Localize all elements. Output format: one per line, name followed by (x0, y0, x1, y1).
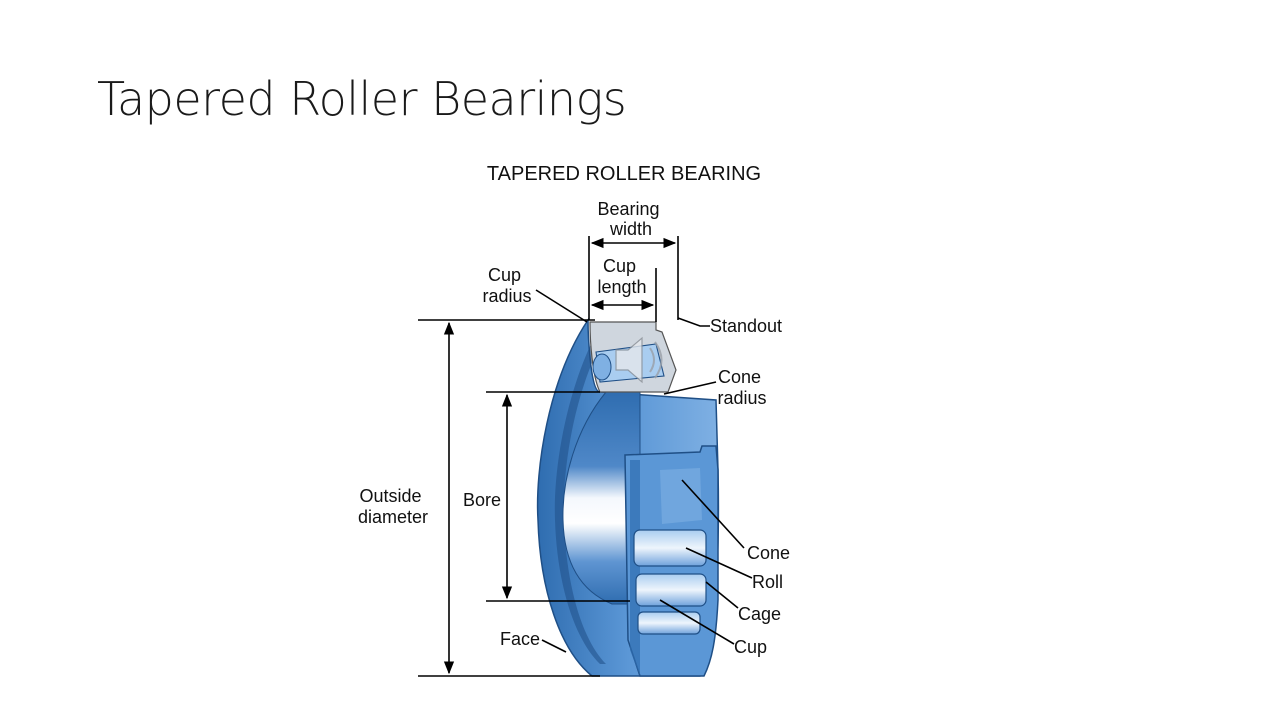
roll-element (633, 529, 707, 567)
roll-element (637, 611, 701, 635)
outside-diameter-label: Outside diameter (358, 486, 428, 527)
cone-label: Cone (747, 543, 790, 563)
cone-radius-label: Cone radius (717, 367, 766, 408)
cup-label: Cup (734, 637, 767, 657)
standout-label: Standout (710, 316, 782, 336)
bore-label: Bore (463, 490, 501, 510)
cup-radius-label: Cup radius (482, 265, 531, 306)
speaker-icon[interactable] (615, 336, 663, 384)
cup-length-label: Cup length (597, 256, 646, 297)
diagram-heading: TAPERED ROLLER BEARING (487, 163, 761, 185)
slide-title: Tapered Roller Bearings (97, 72, 627, 126)
roll-label: Roll (752, 572, 783, 592)
bearing-illustration (536, 317, 720, 677)
cage-label: Cage (738, 604, 781, 624)
roll-element (635, 573, 707, 607)
face-label: Face (500, 629, 540, 649)
bearing-width-label: Bearing width (597, 199, 664, 239)
bore-surface (562, 391, 641, 605)
